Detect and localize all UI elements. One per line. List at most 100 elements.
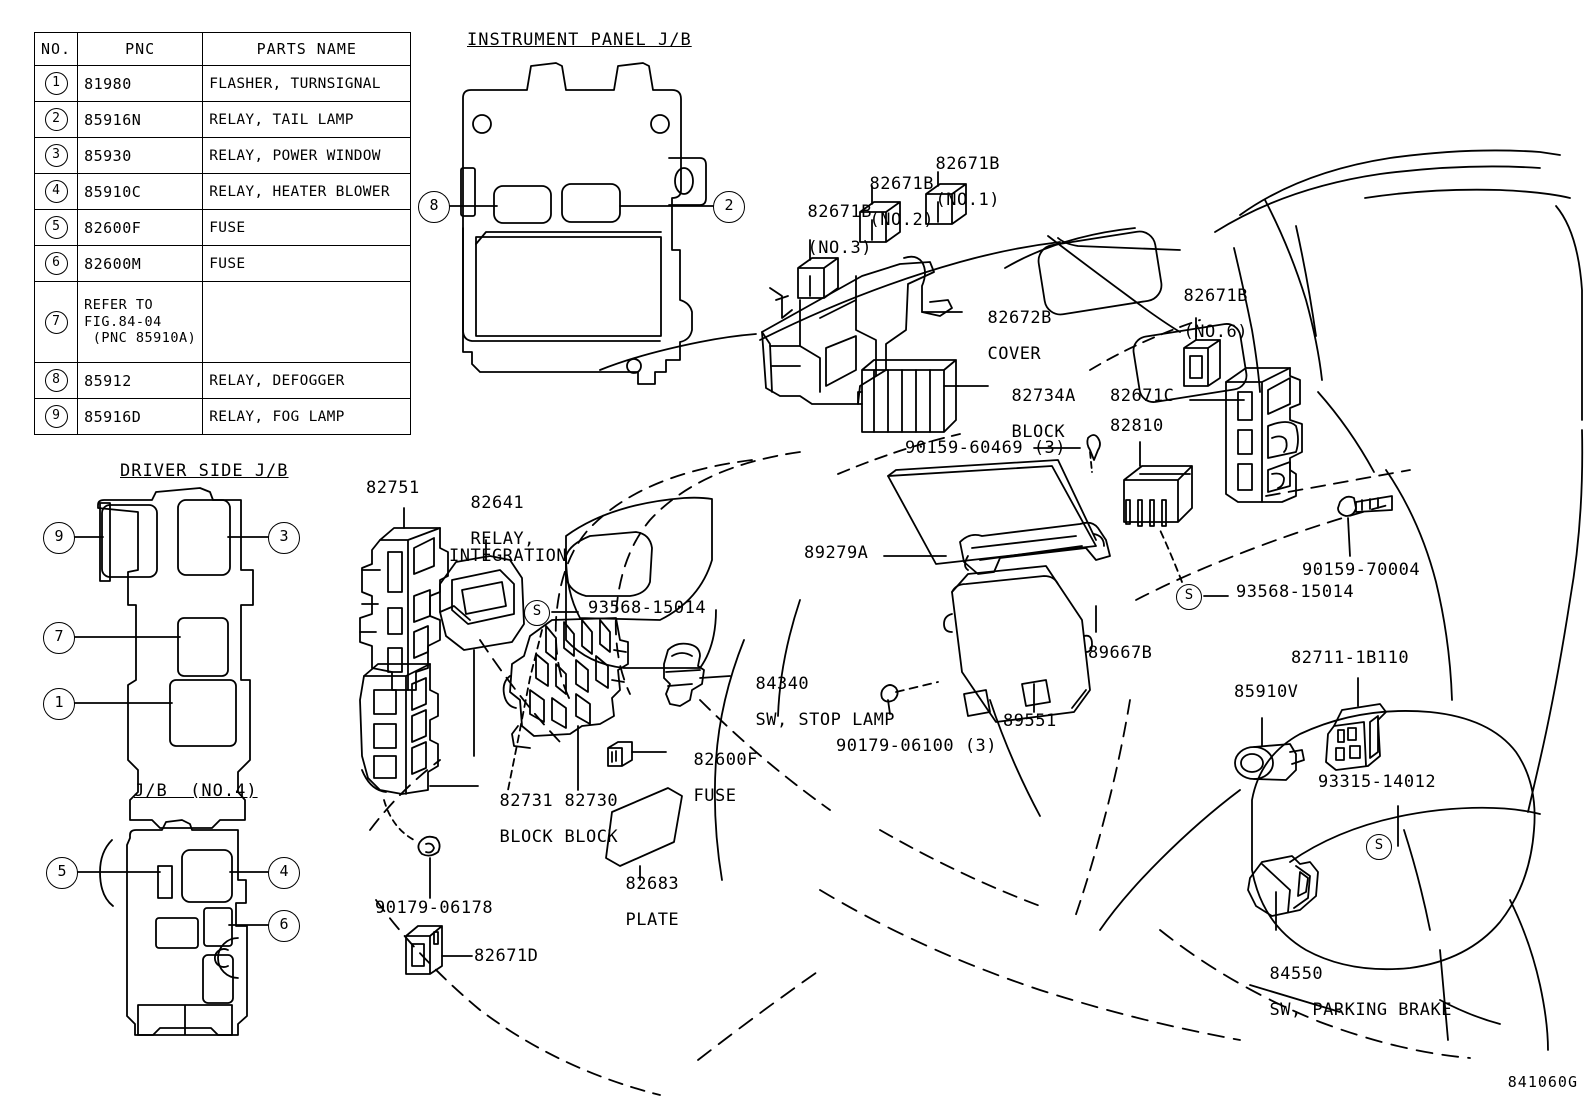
jb-no4-drawing: [75, 819, 269, 1036]
callout-3[interactable]: 3: [268, 522, 300, 554]
label-82600f: 82600F FUSE: [672, 734, 758, 805]
cell-no: 5: [33, 209, 79, 246]
ecu-89551: [880, 565, 1097, 723]
title-instrument-panel-jb: INSTRUMENT PANEL J/B: [467, 30, 692, 50]
cell-parts-name: RELAY, FOG LAMP: [202, 398, 412, 435]
switch-stack-82671c: [1189, 367, 1303, 503]
cell-pnc: 85930: [77, 137, 204, 174]
instrument-panel-jb-drawing: [448, 62, 714, 385]
cell-no: 9: [33, 398, 79, 435]
label-84550-code: 84550: [1269, 963, 1324, 984]
number-bubble: 7: [44, 310, 68, 334]
number-bubble: 3: [44, 144, 68, 167]
label-82641-code: 82641: [470, 492, 525, 513]
title-driver-side-jb: DRIVER SIDE J/B: [120, 461, 289, 481]
label-82600f-sub: FUSE: [693, 785, 737, 806]
label-85910v: 85910V: [1234, 682, 1299, 702]
callout-7[interactable]: 7: [43, 622, 75, 654]
label-82731-sub: BLOCK: [499, 826, 554, 847]
cell-pnc: 81980: [77, 65, 204, 102]
title-jb-no4: J/B (NO.4): [134, 781, 258, 801]
label-82671b-no6: 82671B (NO.6): [1162, 270, 1248, 341]
switch-84340: [663, 642, 731, 707]
label-82711-1b110: 82711-1B110: [1291, 648, 1410, 668]
marker-s-93568-left: S: [524, 600, 550, 626]
screw-90159-70004: [1337, 495, 1393, 557]
callout-2[interactable]: 2: [713, 191, 745, 223]
cell-pnc: 85910C: [77, 173, 204, 210]
cover-bracket-82672b: [761, 255, 963, 405]
cell-parts-name: FUSE: [202, 245, 412, 282]
cell-no: 3: [33, 137, 79, 174]
table-header-row: NO. PNC PARTS NAME: [33, 32, 412, 66]
cell-pnc: 85916N: [77, 101, 204, 138]
label-82671b-no3-code: 82671B: [807, 201, 872, 222]
label-82671b-no2-code: 82671B: [869, 173, 934, 194]
fuse-82600f: [607, 741, 667, 767]
callout-8[interactable]: 8: [418, 191, 450, 223]
label-90159-70004: 90159-70004: [1302, 560, 1421, 580]
label-82730-sub: BLOCK: [564, 826, 619, 847]
cell-no: 8: [33, 362, 79, 399]
label-82600f-code: 82600F: [693, 749, 758, 770]
cell-pnc: REFER TO FIG.84-04 (PNC 85910A): [77, 281, 204, 363]
plate-82683: [605, 787, 683, 881]
label-82671b-no1: 82671B (NO.1): [914, 138, 1000, 209]
label-90179-06178: 90179-06178: [375, 898, 494, 918]
number-bubble: 6: [44, 252, 68, 275]
header-no: NO.: [33, 32, 79, 66]
callout-6[interactable]: 6: [268, 910, 300, 942]
label-82671b-no1-code: 82671B: [935, 153, 1000, 174]
label-84340-code: 84340: [755, 673, 810, 694]
number-bubble: 1: [44, 72, 68, 95]
dashboard-outline: [369, 149, 1584, 1096]
label-82671b-no6-sub: (NO.6): [1183, 321, 1248, 342]
label-82671b-no3: 82671B (NO.3): [786, 186, 872, 257]
cell-pnc: 85916D: [77, 398, 204, 435]
label-82730: 82730 BLOCK: [543, 775, 618, 846]
label-84340: 84340 SW, STOP LAMP: [734, 658, 895, 729]
label-82671b-no2-sub: (NO.2): [869, 209, 934, 230]
cell-parts-name: [202, 281, 412, 363]
cell-parts-name: RELAY, POWER WINDOW: [202, 137, 412, 174]
callout-5[interactable]: 5: [46, 857, 78, 889]
label-82672b-code: 82672B: [987, 307, 1052, 328]
label-82683-code: 82683: [625, 873, 680, 894]
cell-parts-name: RELAY, HEATER BLOWER: [202, 173, 412, 210]
label-82641-sub: RELAY, INTEGRATION: [449, 528, 568, 567]
label-82641: 82641 RELAY, INTEGRATION: [449, 477, 567, 566]
relay-box-82810: [1123, 441, 1193, 527]
cell-no: 4: [33, 173, 79, 210]
cell-no: 2: [33, 101, 79, 138]
label-82731: 82731 BLOCK: [478, 775, 553, 846]
label-82730-code: 82730: [564, 790, 619, 811]
label-90159-60469: 90159-60469 (3): [905, 438, 1067, 458]
number-bubble: 8: [44, 369, 68, 392]
number-bubble: 9: [44, 405, 68, 428]
label-84340-sub: SW, STOP LAMP: [755, 709, 896, 730]
callout-1[interactable]: 1: [43, 688, 75, 720]
label-89279a: 89279A: [804, 543, 869, 563]
number-bubble: 2: [44, 108, 68, 131]
switch-82711-1b110: [1325, 677, 1387, 771]
block-82734a: [857, 359, 989, 433]
cell-pnc: 82600M: [77, 245, 204, 282]
label-93568-15014-left: 93568-15014: [588, 598, 707, 618]
marker-s-93315: S: [1366, 834, 1392, 860]
callout-4[interactable]: 4: [268, 857, 300, 889]
label-82751: 82751: [366, 478, 420, 498]
label-82671b-no2: 82671B (NO.2): [848, 158, 934, 229]
label-82671c: 82671C: [1110, 386, 1175, 406]
callout-9[interactable]: 9: [43, 522, 75, 554]
label-82810: 82810: [1110, 416, 1164, 436]
switch-84550: [1247, 855, 1319, 931]
relay-integration-82641: [439, 539, 525, 757]
label-82734a-code: 82734A: [1011, 385, 1076, 406]
